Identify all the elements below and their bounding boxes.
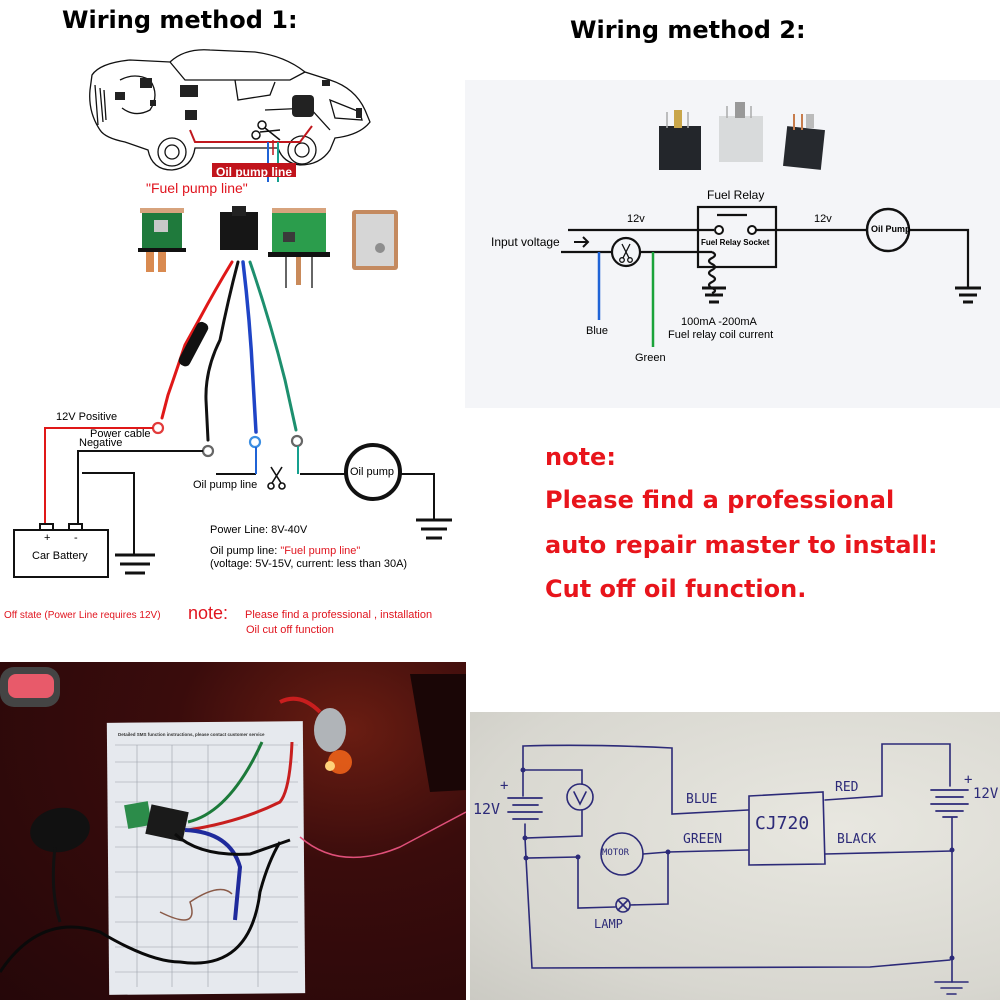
voltage-left: 12v [627, 213, 645, 225]
green-label: Green [635, 352, 666, 364]
blue-label: Blue [586, 325, 609, 337]
coil-current-range: 100mA -200mA [681, 316, 757, 328]
note-line1: Please find a professional , installatio… [245, 609, 433, 621]
input-voltage-label: Input voltage [491, 235, 560, 249]
voltage-current-spec: (voltage: 5V-15V, current: less than 30A… [210, 558, 408, 570]
photo-scene [0, 667, 466, 995]
black-wire-label: BLACK [837, 832, 877, 847]
gps-module-photo [138, 208, 186, 272]
car-battery [13, 523, 109, 578]
left-voltage: 12V [473, 800, 501, 818]
inline-fuse [178, 321, 209, 367]
sketch-lines [507, 743, 969, 995]
paper-heading: Detailed SMS function instructions, plea… [118, 732, 265, 737]
note-line-3: Cut off oil function. [545, 575, 807, 603]
power-cable-label: Power cable [90, 428, 151, 440]
oil-pump-line-spec: Oil pump line: "Fuel pump line" [210, 545, 361, 557]
negative-label: Negative [79, 437, 123, 449]
scissors-icon [251, 120, 281, 141]
fuel-pump-line-label: "Fuel pump line" [146, 180, 248, 196]
right-plus: + [964, 772, 973, 788]
relay-title: Fuel Relay [707, 188, 765, 202]
method2-title: Wiring method 2: [570, 16, 806, 44]
oil-pump-label: Oil pump [350, 466, 395, 478]
relay-socket-label: Fuel Relay Socket [701, 238, 770, 247]
voltage-right: 12v [814, 213, 832, 225]
battery-minus: - [74, 532, 78, 544]
gps-antenna-photo [352, 210, 398, 270]
note-heading: note: [545, 443, 616, 471]
right-voltage: 12V [973, 786, 999, 802]
test-setup-photo: Detailed SMS function instructions, plea… [0, 662, 466, 1000]
battery-label: Car Battery [32, 550, 88, 562]
oil-pump-line-tag: Oil pump line [212, 163, 297, 179]
hand-drawn-circuit: + 12V + 12V BLUE GREEN RED BLACK CJ720 M… [470, 712, 1000, 1000]
device-label: CJ720 [755, 813, 810, 834]
lamp-label: LAMP [594, 917, 623, 931]
note-line-1: Please find a professional [545, 486, 895, 514]
scissors-icon [619, 243, 633, 263]
green-wire-label: GREEN [683, 832, 723, 847]
relay-photos [659, 102, 825, 170]
oil-pump-line-label: Oil pump line [193, 479, 258, 491]
motor-label: MOTOR [602, 848, 630, 858]
off-state-text: Off state (Power Line requires 12V) [4, 610, 161, 621]
scissors-icon [267, 466, 286, 490]
power-line-spec: Power Line: 8V-40V [210, 524, 308, 536]
red-wire-label: RED [835, 780, 859, 795]
left-plus: + [500, 778, 509, 794]
blue-wire-label: BLUE [686, 792, 718, 807]
battery-plus: + [44, 532, 51, 544]
oil-pump-label: Oil Pump [871, 224, 911, 234]
note-label: note: [188, 603, 229, 623]
method1-title: Wiring method 1: [62, 6, 298, 34]
relay-module-photo [268, 208, 330, 288]
note-line-2: auto repair master to install: [545, 531, 938, 559]
note-line2: Oil cut off function [246, 624, 334, 636]
coil-current-label: Fuel relay coil current [668, 329, 774, 341]
positive-label: 12V Positive [56, 411, 118, 423]
relay-harness-photo [220, 206, 258, 250]
